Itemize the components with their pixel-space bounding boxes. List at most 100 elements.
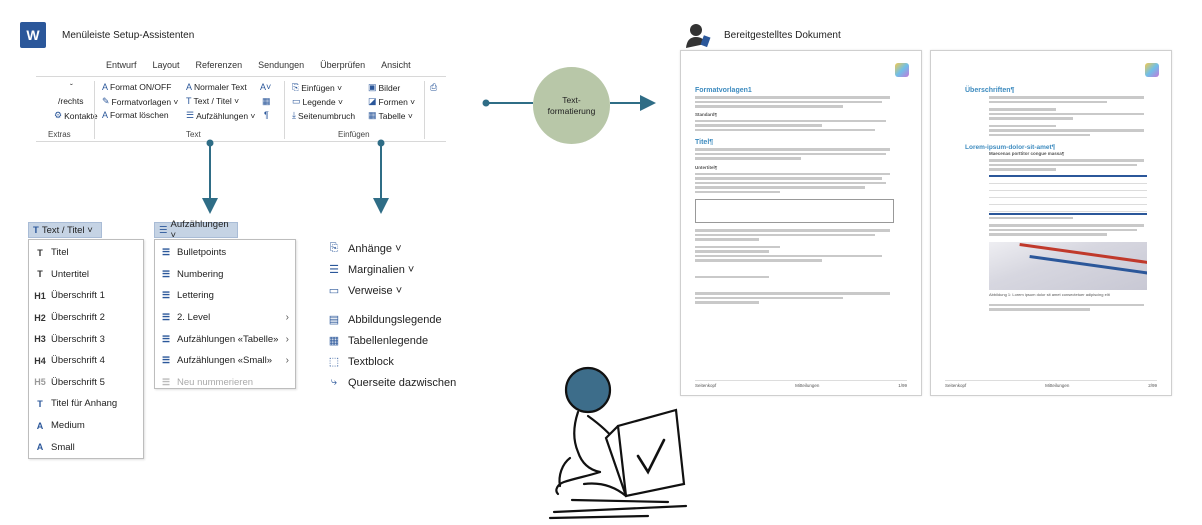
circle-label-line1: Text-	[562, 94, 581, 105]
tab-ueberpruefen[interactable]: Überprüfen	[320, 60, 366, 70]
appendix-title-icon: T	[37, 398, 43, 409]
abbildungslegende-item[interactable]: ▤Abbildungslegende	[326, 309, 486, 330]
clear-format-icon: A	[102, 110, 109, 120]
tab-layout[interactable]: Layout	[152, 60, 180, 70]
menu-item-small-list[interactable]: ☰Aufzählungen «Small»›	[155, 350, 295, 372]
text-icon: T	[37, 269, 43, 280]
einfuegen-options: ⎘Anhänge ˅ ☰Marginalien ˅ ▭Verweise ˅ ▤A…	[326, 238, 486, 393]
marginalien-dropdown[interactable]: ☰Marginalien ˅	[326, 259, 486, 280]
anhaenge-dropdown[interactable]: ⎘Anhänge ˅	[326, 238, 486, 259]
formatvorlagen-button[interactable]: ✎Formatvorlagen ˅	[102, 96, 179, 107]
doc1-sub2: Untertitel¶	[695, 164, 718, 170]
doc2-figure	[989, 241, 1147, 290]
textblock-item[interactable]: ⬚Textblock	[326, 351, 486, 372]
pilcrow-button[interactable]: ¶	[264, 110, 269, 120]
chevron-right-icon: ›	[285, 333, 289, 345]
tab-sendungen[interactable]: Sendungen	[258, 60, 305, 70]
bullet-list-icon: ☰	[161, 247, 171, 258]
group-text: Text	[186, 130, 201, 139]
menu-item-2-level[interactable]: ☰2. Level›	[155, 307, 295, 329]
left-title: Menüleiste Setup-Assistenten	[62, 30, 195, 41]
verweise-dropdown[interactable]: ▭Verweise ˅	[326, 280, 486, 301]
tab-entwurf[interactable]: Entwurf	[106, 60, 137, 70]
tabelle-button[interactable]: ▦Tabelle ˅	[368, 110, 413, 121]
legende-button[interactable]: ▭Legende ˅	[292, 96, 343, 107]
medium-text-icon: A	[36, 420, 44, 431]
normal-text-icon: A	[186, 82, 193, 92]
einfuegen-button[interactable]: ⎘Einfügen ˅	[292, 82, 343, 93]
table-grid-button[interactable]: ▦	[262, 96, 271, 107]
chevron-right-icon: ›	[285, 355, 289, 367]
tabellenlegende-item[interactable]: ▦Tabellenlegende	[326, 330, 486, 351]
tab-ansicht[interactable]: Ansicht	[381, 60, 411, 70]
heading-5-icon: H5	[34, 377, 46, 388]
seitenumbruch-button[interactable]: ⤓Seitenumbruch	[292, 110, 356, 121]
menu-item-tabelle[interactable]: ☰Aufzählungen «Tabelle»›	[155, 328, 295, 350]
menu-item-lettering[interactable]: ☰Lettering	[155, 285, 295, 307]
aufzaehlungen-menu: ☰Bulletpoints ☰Numbering ☰Lettering ☰2. …	[154, 239, 296, 389]
doc2-caption: Abbildung 1: Lorem ipsum dolor sit amet …	[989, 291, 1110, 297]
more-button[interactable]: ⎙	[430, 82, 437, 93]
reference-icon: ▭	[328, 285, 340, 297]
aufzaehlungen-button[interactable]: ☰Aufzählungen ˅	[186, 110, 256, 121]
font-size-button[interactable]: A˅	[260, 82, 271, 92]
extras-kontakte[interactable]: ⚙Kontakte	[54, 110, 98, 121]
table-caption-icon: ▦	[328, 335, 340, 347]
figure-caption-icon: ▤	[328, 314, 340, 326]
logo-icon	[1145, 63, 1159, 77]
ribbon-separator	[94, 81, 95, 139]
menu-item-bulletpoints[interactable]: ☰Bulletpoints	[155, 242, 295, 264]
textformatierung-circle: Text-formatierung	[533, 67, 610, 144]
letter-list-icon: ☰	[161, 290, 171, 301]
grid-icon: ▦	[262, 96, 271, 106]
doc1-textblock	[695, 199, 895, 223]
textblock-icon: ⬚	[328, 356, 340, 368]
renumber-icon: ☰	[161, 376, 171, 387]
user-document-icon	[686, 24, 711, 48]
right-title: Bereitgestelltes Dokument	[724, 30, 841, 41]
ribbon: Entwurf Layout Referenzen Sendungen Über…	[36, 60, 446, 142]
aufzaehlungen-menu-button[interactable]: ☰ Aufzählungen ˅	[154, 219, 238, 241]
extras-dropdown[interactable]: ˇ	[70, 82, 73, 92]
small-list-icon: ☰	[161, 355, 171, 366]
font-size-icon: A˅	[260, 82, 272, 92]
document-page-1: Formatvorlagen1 Standard¶ Titel¶ Unterti…	[680, 50, 922, 396]
format-icon: A	[102, 82, 109, 92]
chevron-right-icon: ›	[285, 312, 289, 324]
group-extras: Extras	[48, 130, 71, 139]
menu-item-numbering[interactable]: ☰Numbering	[155, 264, 295, 286]
extras-rechts[interactable]: /rechts	[58, 96, 84, 106]
querseite-item[interactable]: ⤷Querseite dazwischen	[326, 372, 486, 393]
tab-referenzen[interactable]: Referenzen	[195, 60, 243, 70]
text-titel-menu-button[interactable]: T Text / Titel ˅	[28, 222, 102, 238]
contacts-icon: ⚙	[54, 110, 63, 120]
heading-3-icon: H3	[34, 334, 46, 345]
small-text-icon: A	[36, 442, 44, 453]
doc2-h2: Lorem-ipsum-dolor-sit-amet¶	[965, 144, 1056, 151]
insert-icon: ⎘	[292, 82, 300, 92]
page-break-icon: ⤓	[292, 110, 296, 120]
bilder-button[interactable]: ▣Bilder	[368, 82, 401, 93]
landscape-page-icon: ⤷	[330, 376, 338, 388]
formen-button[interactable]: ◪Formen ˅	[368, 96, 416, 107]
image-icon: ▣	[368, 82, 377, 92]
attachment-icon: ⎘	[329, 242, 339, 254]
